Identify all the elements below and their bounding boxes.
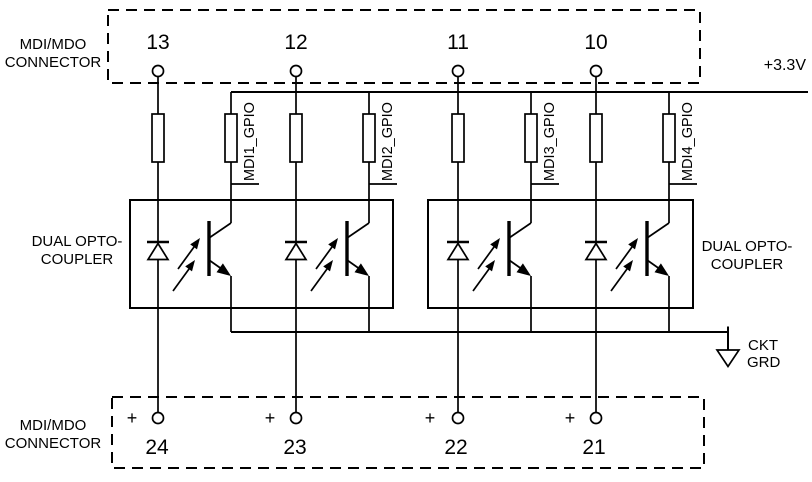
bottom-connector-outline bbox=[111, 396, 705, 469]
channel-4-labels: 10 21 + MDI4_GPIO bbox=[565, 31, 696, 459]
right-coupler-outline bbox=[427, 199, 694, 309]
bottom-connector-label-line2: CONNECTOR bbox=[5, 435, 102, 452]
right-coupler-label-line1: DUAL OPTO- bbox=[702, 238, 793, 255]
ground-label-line1: CKT bbox=[748, 337, 778, 354]
bottom-pin-number: 22 bbox=[444, 436, 467, 459]
ground-label-line2: GRD bbox=[747, 354, 781, 371]
gpio-net-label: MDI1_GPIO bbox=[242, 102, 258, 181]
top-pin-number: 12 bbox=[284, 31, 307, 54]
top-connector-label: MDI/MDO CONNECTOR bbox=[5, 36, 102, 71]
top-pin-number: 11 bbox=[447, 31, 469, 54]
top-pin-number: 13 bbox=[146, 31, 169, 54]
right-coupler-label-line2: COUPLER bbox=[711, 256, 784, 273]
ground-label: CKT GRD bbox=[747, 337, 781, 371]
left-coupler-label-line1: DUAL OPTO- bbox=[32, 233, 123, 250]
top-connector-label-line1: MDI/MDO bbox=[20, 36, 87, 53]
gpio-net-label: MDI3_GPIO bbox=[542, 102, 558, 181]
bottom-pin-number: 24 bbox=[145, 436, 169, 459]
top-connector-label-line2: CONNECTOR bbox=[5, 54, 102, 71]
left-coupler-outline bbox=[129, 199, 394, 309]
top-pin-number: 10 bbox=[584, 31, 607, 54]
channel-3-labels: 11 22 + MDI3_GPIO bbox=[425, 31, 558, 459]
bottom-pin-number: 21 bbox=[582, 436, 605, 459]
channel-1-labels: 13 24 + MDI1_GPIO bbox=[127, 31, 258, 459]
gpio-net-label: MDI2_GPIO bbox=[380, 102, 396, 181]
polarity-mark: + bbox=[425, 408, 436, 428]
left-coupler-label: DUAL OPTO- COUPLER bbox=[32, 233, 123, 268]
right-coupler-label: DUAL OPTO- COUPLER bbox=[702, 238, 793, 273]
polarity-mark: + bbox=[127, 408, 138, 428]
ground-symbol bbox=[715, 349, 741, 369]
bottom-connector-label: MDI/MDO CONNECTOR bbox=[5, 417, 102, 452]
top-connector-outline bbox=[107, 9, 701, 84]
supply-label: +3.3V bbox=[764, 57, 807, 74]
bottom-connector-label-line1: MDI/MDO bbox=[20, 417, 87, 434]
left-coupler-label-line2: COUPLER bbox=[41, 251, 114, 268]
channel-2-labels: 12 23 + MDI2_GPIO bbox=[265, 31, 396, 459]
gpio-net-label: MDI4_GPIO bbox=[680, 102, 696, 181]
polarity-mark: + bbox=[265, 408, 276, 428]
bottom-pin-number: 23 bbox=[283, 436, 306, 459]
polarity-mark: + bbox=[565, 408, 576, 428]
